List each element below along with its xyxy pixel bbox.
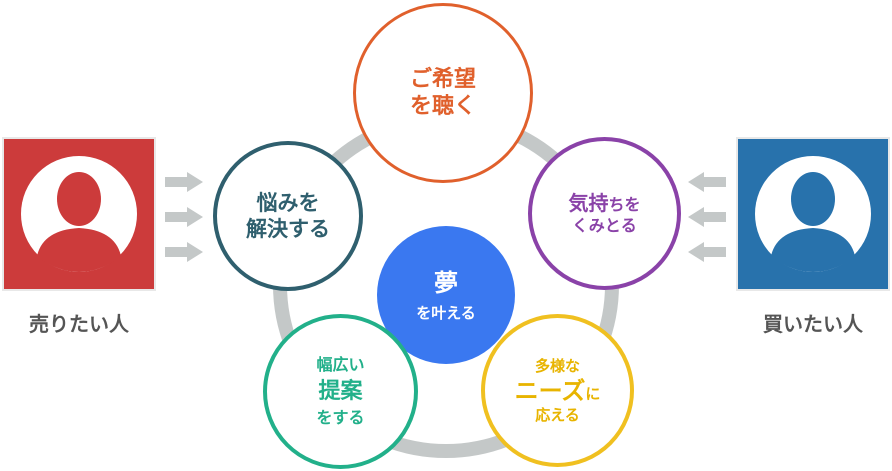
- person-silhouette-icon: [755, 156, 871, 272]
- arrows-right-icon: [165, 172, 203, 262]
- node-understand-feelings-line1-small: ちを: [608, 195, 641, 214]
- node-understand-feelings-line1: 気持ちを: [568, 191, 640, 216]
- node-wide-proposals-line3: をする: [316, 408, 365, 428]
- node-understand-feelings-line1-big: 気持: [568, 191, 609, 215]
- arrows-left-icon: [688, 172, 726, 262]
- center-line2: を叶える: [416, 303, 476, 322]
- node-wide-proposals-line2: 提案: [318, 378, 363, 404]
- node-solve-worries-line2: 解決する: [246, 217, 330, 241]
- buyer-label: 買いたい人: [763, 312, 863, 336]
- node-diverse-needs-line1: 多様な: [534, 356, 580, 375]
- node-understand-feelings: 気持ちを くみとる: [528, 137, 681, 290]
- node-listen-wishes-line2: を聴く: [409, 94, 476, 119]
- node-listen-wishes: ご希望 を聴く: [353, 3, 533, 183]
- node-diverse-needs-line2: ニーズに: [515, 376, 601, 406]
- node-wide-proposals: 幅広い 提案 をする: [263, 314, 418, 469]
- node-diverse-needs-line2-small: に: [585, 384, 601, 403]
- node-listen-wishes-line1: ご希望: [409, 66, 476, 92]
- person-silhouette-icon: [21, 156, 137, 272]
- node-solve-worries: 悩みを 解決する: [213, 141, 363, 291]
- seller-avatar-box: [2, 137, 156, 291]
- node-understand-feelings-line2: くみとる: [572, 216, 637, 235]
- node-diverse-needs: 多様な ニーズに 応える: [481, 314, 634, 467]
- node-wide-proposals-line1: 幅広い: [316, 354, 365, 374]
- node-diverse-needs-line3: 応える: [535, 405, 580, 424]
- node-diverse-needs-line2-big: ニーズ: [514, 376, 586, 405]
- buyer-avatar-box: [736, 137, 890, 291]
- node-solve-worries-line1: 悩みを: [256, 190, 320, 215]
- center-line1: 夢: [434, 268, 458, 297]
- seller-label: 売りたい人: [29, 312, 129, 336]
